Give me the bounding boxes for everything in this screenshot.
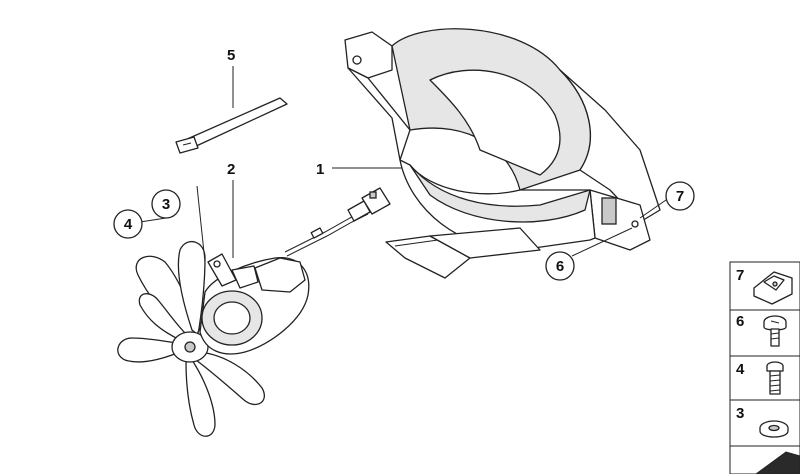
callout-3: 3 bbox=[151, 189, 181, 219]
cable-tie-part bbox=[175, 97, 288, 154]
leader-3 bbox=[196, 185, 206, 263]
leader-lines bbox=[139, 66, 667, 263]
fan-shroud-part bbox=[344, 28, 661, 279]
long-screw-icon bbox=[766, 361, 784, 395]
short-screw-icon bbox=[763, 315, 787, 347]
callout-7: 7 bbox=[665, 181, 695, 211]
callout-6: 6 bbox=[545, 251, 575, 281]
leader-4 bbox=[139, 217, 167, 223]
svg-text:4: 4 bbox=[736, 361, 745, 378]
svg-text:7: 7 bbox=[736, 267, 744, 284]
leader-6 bbox=[571, 227, 633, 257]
svg-text:6: 6 bbox=[556, 258, 564, 275]
callout-1: 1 bbox=[316, 161, 324, 178]
legend-row-7: 7 bbox=[736, 267, 793, 305]
svg-text:5: 5 bbox=[227, 47, 235, 64]
svg-text:3: 3 bbox=[736, 405, 744, 422]
svg-text:2: 2 bbox=[227, 161, 235, 178]
clip-nut-icon bbox=[753, 271, 793, 305]
washer-icon bbox=[759, 420, 789, 438]
callout-4: 4 bbox=[113, 209, 143, 239]
callout-5: 5 bbox=[227, 47, 235, 64]
legend-row-3: 3 bbox=[736, 405, 789, 438]
parts-legend: 7 6 4 bbox=[729, 261, 800, 474]
svg-text:6: 6 bbox=[736, 313, 744, 330]
svg-text:3: 3 bbox=[162, 196, 170, 213]
fan-motor-part bbox=[117, 187, 391, 437]
callout-2: 2 bbox=[227, 161, 235, 178]
svg-text:4: 4 bbox=[124, 216, 133, 233]
svg-text:7: 7 bbox=[676, 188, 684, 205]
legend-row-6: 6 bbox=[736, 313, 787, 347]
wedge-icon bbox=[755, 451, 800, 474]
legend-row-5 bbox=[755, 451, 800, 474]
leader-7 bbox=[639, 199, 667, 219]
svg-text:1: 1 bbox=[316, 161, 324, 178]
legend-row-4: 4 bbox=[736, 361, 784, 395]
